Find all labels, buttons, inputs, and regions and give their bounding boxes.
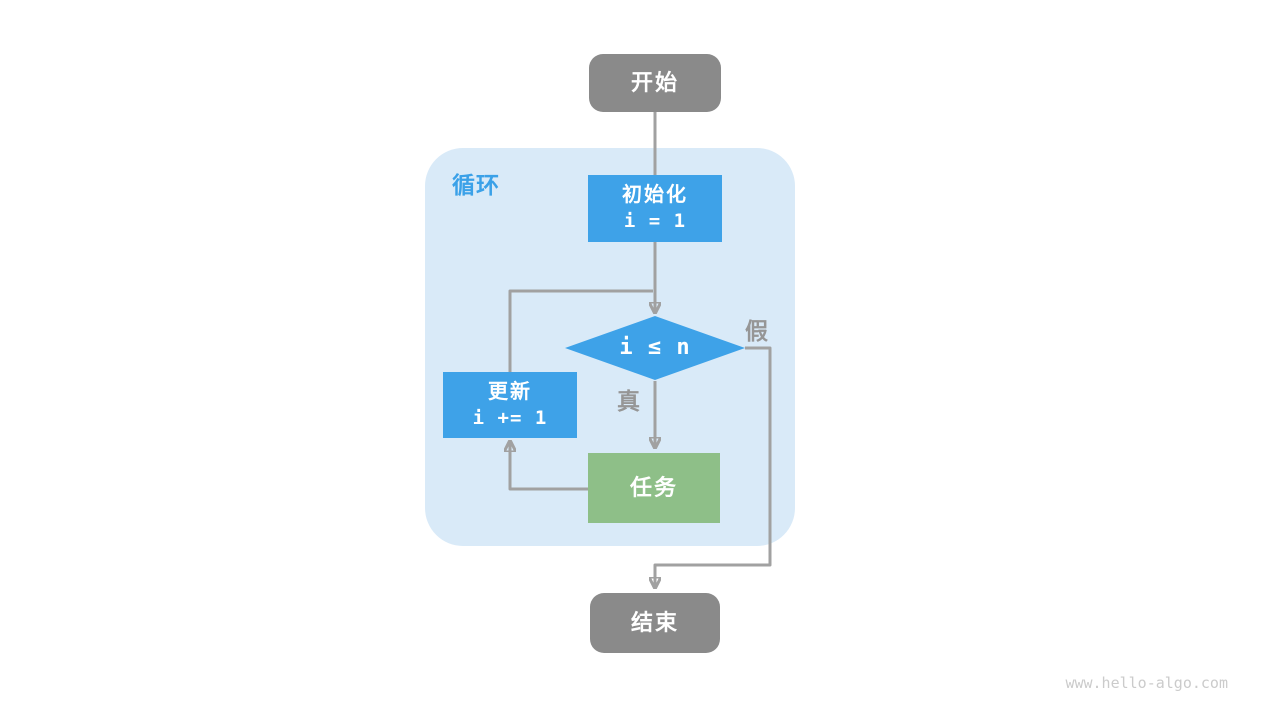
update-node-title: 更新 [488, 380, 532, 403]
edge-update-to-condition-merge [508, 289, 653, 373]
end-node-label: 结束 [630, 610, 679, 636]
branch-label-true: 真 [617, 388, 641, 414]
task-node-label: 任务 [629, 475, 678, 501]
watermark-text: www.hello-algo.com [1065, 674, 1228, 692]
init-node-code: i = 1 [623, 210, 687, 233]
update-node: 更新 i += 1 [443, 372, 577, 438]
init-node-title: 初始化 [622, 184, 688, 207]
update-node-code: i += 1 [472, 406, 548, 429]
branch-label-false: 假 [745, 318, 769, 344]
task-node: 任务 [588, 453, 720, 523]
edge-task-to-update [510, 442, 588, 491]
start-node: 开始 [589, 54, 721, 112]
start-node-label: 开始 [630, 70, 679, 96]
loop-container-label: 循环 [452, 172, 500, 198]
condition-node-code: i ≤ n [619, 335, 691, 361]
init-node: 初始化 i = 1 [588, 175, 722, 242]
end-node: 结束 [590, 593, 720, 653]
edge-condition-false-to-end [655, 346, 772, 587]
